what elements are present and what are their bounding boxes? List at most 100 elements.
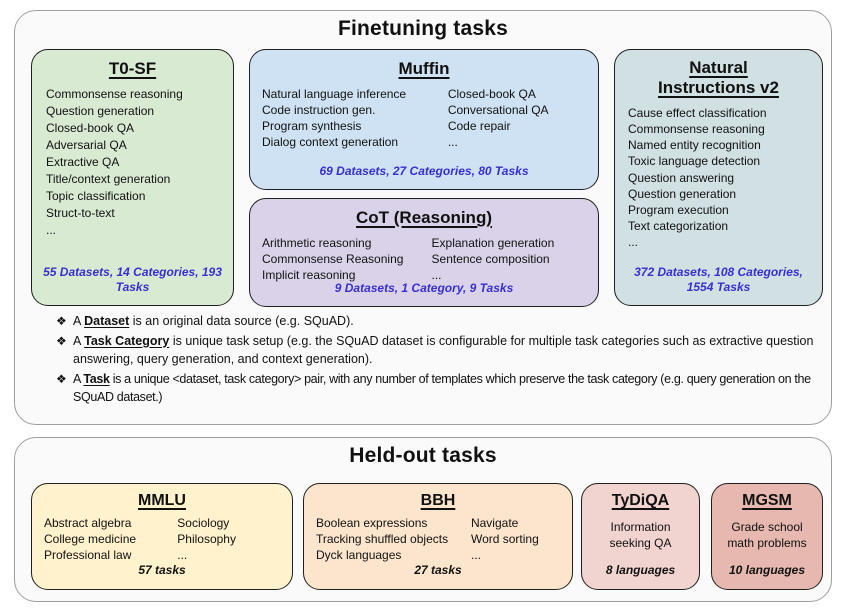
box-mmlu-stats: 57 tasks (138, 563, 186, 578)
task-item: ... (177, 548, 188, 563)
task-item: Abstract algebra (44, 516, 132, 531)
box-muffin-stats: 69 Datasets, 27 Categories, 80 Tasks (319, 164, 529, 179)
box-bbh-stats: 27 tasks (414, 563, 462, 578)
box-mgsm-body: Grade school math problems (727, 520, 807, 551)
heldout-panel-title: Held-out tasks (349, 444, 497, 467)
note-task: ❖ A Task is a unique <dataset, task cate… (43, 370, 819, 407)
task-item: Question answering (628, 170, 735, 185)
task-item: Extractive QA (46, 155, 120, 170)
box-mgsm-stats: 10 languages (728, 563, 806, 578)
box-tydiqa-stats: 8 languages (605, 563, 676, 578)
task-item: Question generation (628, 186, 737, 201)
box-cot-title: CoT (Reasoning) (356, 208, 492, 227)
task-item: Word sorting (470, 532, 539, 547)
note-rest: is a unique <dataset, task category> pai… (73, 371, 811, 405)
task-item: Adversarial QA (46, 138, 127, 153)
task-item: College medicine (44, 532, 137, 547)
task-item: ... (628, 235, 639, 250)
note-rest: is unique task setup (e.g. the SQuAD dat… (73, 333, 814, 367)
task-item: Dyck languages (316, 548, 402, 563)
task-item: Named entity recognition (628, 138, 761, 153)
task-item: Code repair (447, 119, 511, 134)
note-task-category-text: A Task Category is unique task setup (e.… (73, 332, 819, 369)
note-term: Dataset (84, 314, 130, 328)
definition-notes: ❖ A Dataset is an original data source (… (43, 312, 819, 408)
box-mgsm-title: MGSM (742, 492, 792, 509)
note-term: Task Category (84, 333, 170, 348)
task-item: Code instruction gen. (262, 103, 376, 118)
note-dataset: ❖ A Dataset is an original data source (… (43, 312, 819, 331)
task-item: Philosophy (177, 532, 236, 547)
task-item: Conversational QA (447, 103, 549, 118)
task-item: Sentence composition (431, 252, 550, 267)
note-dataset-text: A Dataset is an original data source (e.… (73, 312, 819, 331)
task-item: Cause effect classification (628, 105, 767, 120)
task-item: Explanation generation (431, 236, 555, 251)
task-item: Tracking shuffled objects (316, 532, 449, 547)
task-item: Program execution (628, 203, 729, 217)
box-niv2-title: Natural Instructions v2 (658, 58, 779, 98)
task-item: Closed-book QA (447, 87, 536, 102)
diamond-bullet-icon: ❖ (56, 333, 67, 348)
task-item: Implicit reasoning (262, 268, 356, 283)
finetuning-panel-title: Finetuning tasks (337, 17, 509, 40)
task-item: Navigate (470, 516, 519, 531)
task-item: ... (447, 135, 458, 150)
box-mgsm: MGSM Grade school math problems 10 langu… (711, 483, 823, 590)
task-item: Commonsense reasoning (46, 87, 183, 102)
note-prefix: A (73, 371, 84, 386)
diamond-bullet-icon: ❖ (56, 371, 67, 386)
note-task-category: ❖ A Task Category is unique task setup (… (43, 332, 819, 369)
box-tydiqa: TyDiQA Information seeking QA 8 language… (581, 483, 700, 590)
note-term: Task (83, 371, 110, 386)
task-item: Commonsense reasoning (628, 121, 765, 136)
note-prefix: A (73, 314, 85, 328)
task-item: Arithmetic reasoning (262, 236, 372, 251)
task-item: Program synthesis (262, 119, 362, 134)
note-rest: is an original data source (e.g. SQuAD). (129, 314, 354, 328)
task-item: Sociology (177, 516, 230, 531)
task-item: Commonsense Reasoning (262, 252, 404, 267)
box-cot-stats: 9 Datasets, 1 Category, 9 Tasks (334, 281, 514, 296)
task-item: Struct-to-text (46, 206, 115, 221)
box-natural-instructions-v2: Natural Instructions v2 Cause effect cla… (614, 49, 823, 306)
box-tydiqa-body: Information seeking QA (609, 520, 672, 551)
task-item: Question generation (46, 104, 155, 119)
task-item: Toxic language detection (628, 154, 761, 169)
box-mmlu-title: MMLU (138, 492, 186, 509)
box-t0sf-stats: 55 Datasets, 14 Categories, 193 Tasks (43, 264, 222, 295)
finetuning-panel: Finetuning tasks T0-SF Commonsense reaso… (14, 10, 832, 425)
note-task-text: A Task is a unique <dataset, task catego… (73, 370, 819, 407)
box-niv2-stats: 372 Datasets, 108 Categories, 1554 Tasks (634, 264, 803, 295)
box-tydiqa-title: TyDiQA (611, 492, 670, 509)
task-item: Dialog context generation (262, 135, 399, 150)
task-item: Title/context generation (46, 172, 171, 187)
box-t0sf-title: T0-SF (108, 59, 157, 78)
task-item: Natural language inference (262, 87, 407, 102)
task-item: ... (470, 548, 481, 563)
task-item: Professional law (44, 548, 132, 563)
task-item: Boolean expressions (316, 516, 428, 531)
box-bbh-title: BBH (420, 492, 456, 509)
task-item: Closed-book QA (46, 121, 135, 136)
task-item: Topic classification (46, 189, 146, 204)
